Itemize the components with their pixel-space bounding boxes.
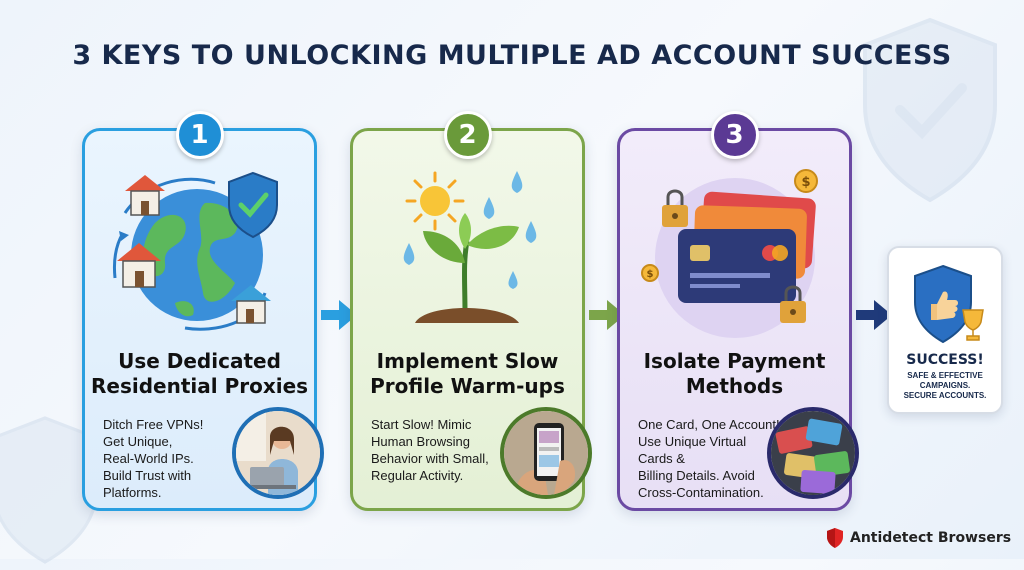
step-description: Start Slow! Mimic Human Browsing Behavio… bbox=[371, 417, 489, 483]
arrow-right-icon bbox=[321, 300, 357, 330]
step-title: Implement Slow Profile Warm-ups bbox=[370, 349, 565, 398]
phone-in-hand-photo bbox=[500, 407, 592, 499]
page-title: 3 KEYS TO UNLOCKING MULTIPLE AD ACCOUNT … bbox=[72, 40, 952, 71]
step-number-badge: 3 bbox=[710, 111, 759, 159]
card-stack-photo bbox=[767, 407, 859, 499]
arrow-right-icon bbox=[856, 300, 892, 330]
arrow-right-icon bbox=[589, 300, 625, 330]
svg-text:$: $ bbox=[647, 269, 654, 280]
success-title: SUCCESS! bbox=[906, 352, 984, 368]
step-description: Ditch Free VPNs! Get Unique, Real-World … bbox=[103, 417, 204, 500]
step-description: One Card, One Account! Use Unique Virtua… bbox=[638, 417, 780, 500]
background-shield-icon bbox=[863, 17, 997, 203]
success-box: SUCCESS! SAFE & EFFECTIVE CAMPAIGNS. SEC… bbox=[887, 246, 1003, 414]
sprout-sun-rain-icon bbox=[403, 171, 537, 323]
step-title: Use Dedicated Residential Proxies bbox=[91, 349, 309, 398]
step-title: Isolate Payment Methods bbox=[643, 349, 826, 398]
step-number-badge: 1 bbox=[175, 111, 224, 159]
globe-houses-shield-icon bbox=[113, 171, 278, 331]
step-card-3: 3 $ $ Isolate Payment Methods One Card, … bbox=[617, 111, 859, 511]
red-shield-icon bbox=[827, 528, 843, 548]
woman-laptop-photo bbox=[232, 407, 324, 499]
step-card-2: 2 Implement Slow Profile Warm-ups Start … bbox=[350, 111, 592, 511]
svg-text:$: $ bbox=[801, 175, 810, 190]
brand-name: Antidetect Browsers bbox=[850, 530, 1012, 546]
success-subtitle: SAFE & EFFECTIVE CAMPAIGNS. SECURE ACCOU… bbox=[903, 371, 987, 400]
brand-logo: Antidetect Browsers bbox=[826, 528, 1011, 548]
credit-cards-locks-icon: $ $ bbox=[641, 169, 818, 338]
step-card-1: 1 Use Dedicated Residential Proxies Ditc… bbox=[82, 111, 324, 511]
shield-thumbs-up-trophy-icon bbox=[914, 264, 984, 344]
step-number-badge: 2 bbox=[443, 111, 492, 159]
